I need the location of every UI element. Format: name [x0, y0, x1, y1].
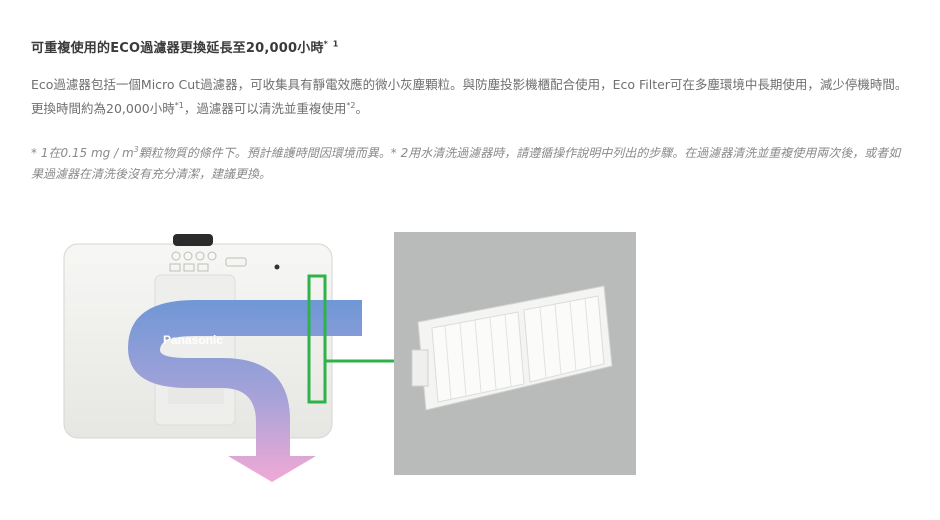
mesh-pleats — [444, 297, 592, 400]
footnote-text-2: 顆粒物質的條件下。預計維護時間因環境而異。* 2用水清洗過濾器時，請遵循操作說明… — [31, 146, 901, 181]
para-text-1: Eco過濾器包括一個Micro Cut過濾器，可收集具有靜電效應的微小灰塵顆粒。… — [31, 77, 908, 116]
lens-ring — [173, 234, 213, 246]
filter-tab — [411, 349, 429, 387]
footnote-superscript: 3 — [133, 145, 139, 154]
para-text-2: ，過濾器可以清洗並重複使用 — [183, 101, 347, 116]
status-led — [274, 264, 280, 270]
para-note-1: *1 — [174, 100, 184, 110]
footnote-text-1: * 1在0.15 mg / m — [31, 146, 134, 160]
filter-mesh-right — [523, 295, 605, 383]
illustration-svg — [63, 232, 636, 482]
heading-note-number: 1 — [332, 39, 339, 49]
heading: 可重複使用的ECO過濾器更換延長至20,000小時* 1 — [31, 37, 339, 56]
filter-illustration: Panasonic — [0, 220, 940, 520]
description-paragraph: Eco過濾器包括一個Micro Cut過濾器，可收集具有靜電效應的微小灰塵顆粒。… — [31, 73, 911, 121]
para-text-3: 。 — [355, 101, 368, 116]
heading-note-mark: * — [323, 39, 329, 49]
para-note-2: *2 — [346, 100, 356, 110]
filter-slot-highlight — [307, 274, 327, 404]
brand-logo: Panasonic — [163, 333, 224, 347]
airflow-arrow — [128, 300, 362, 482]
heading-text: 可重複使用的ECO過濾器更換延長至20,000小時 — [31, 41, 324, 56]
filter-photo — [394, 232, 636, 475]
footnote: * 1在0.15 mg / m3顆粒物質的條件下。預計維護時間因環境而異。* 2… — [31, 143, 911, 185]
control-buttons — [169, 251, 247, 272]
model-plate — [168, 388, 224, 404]
